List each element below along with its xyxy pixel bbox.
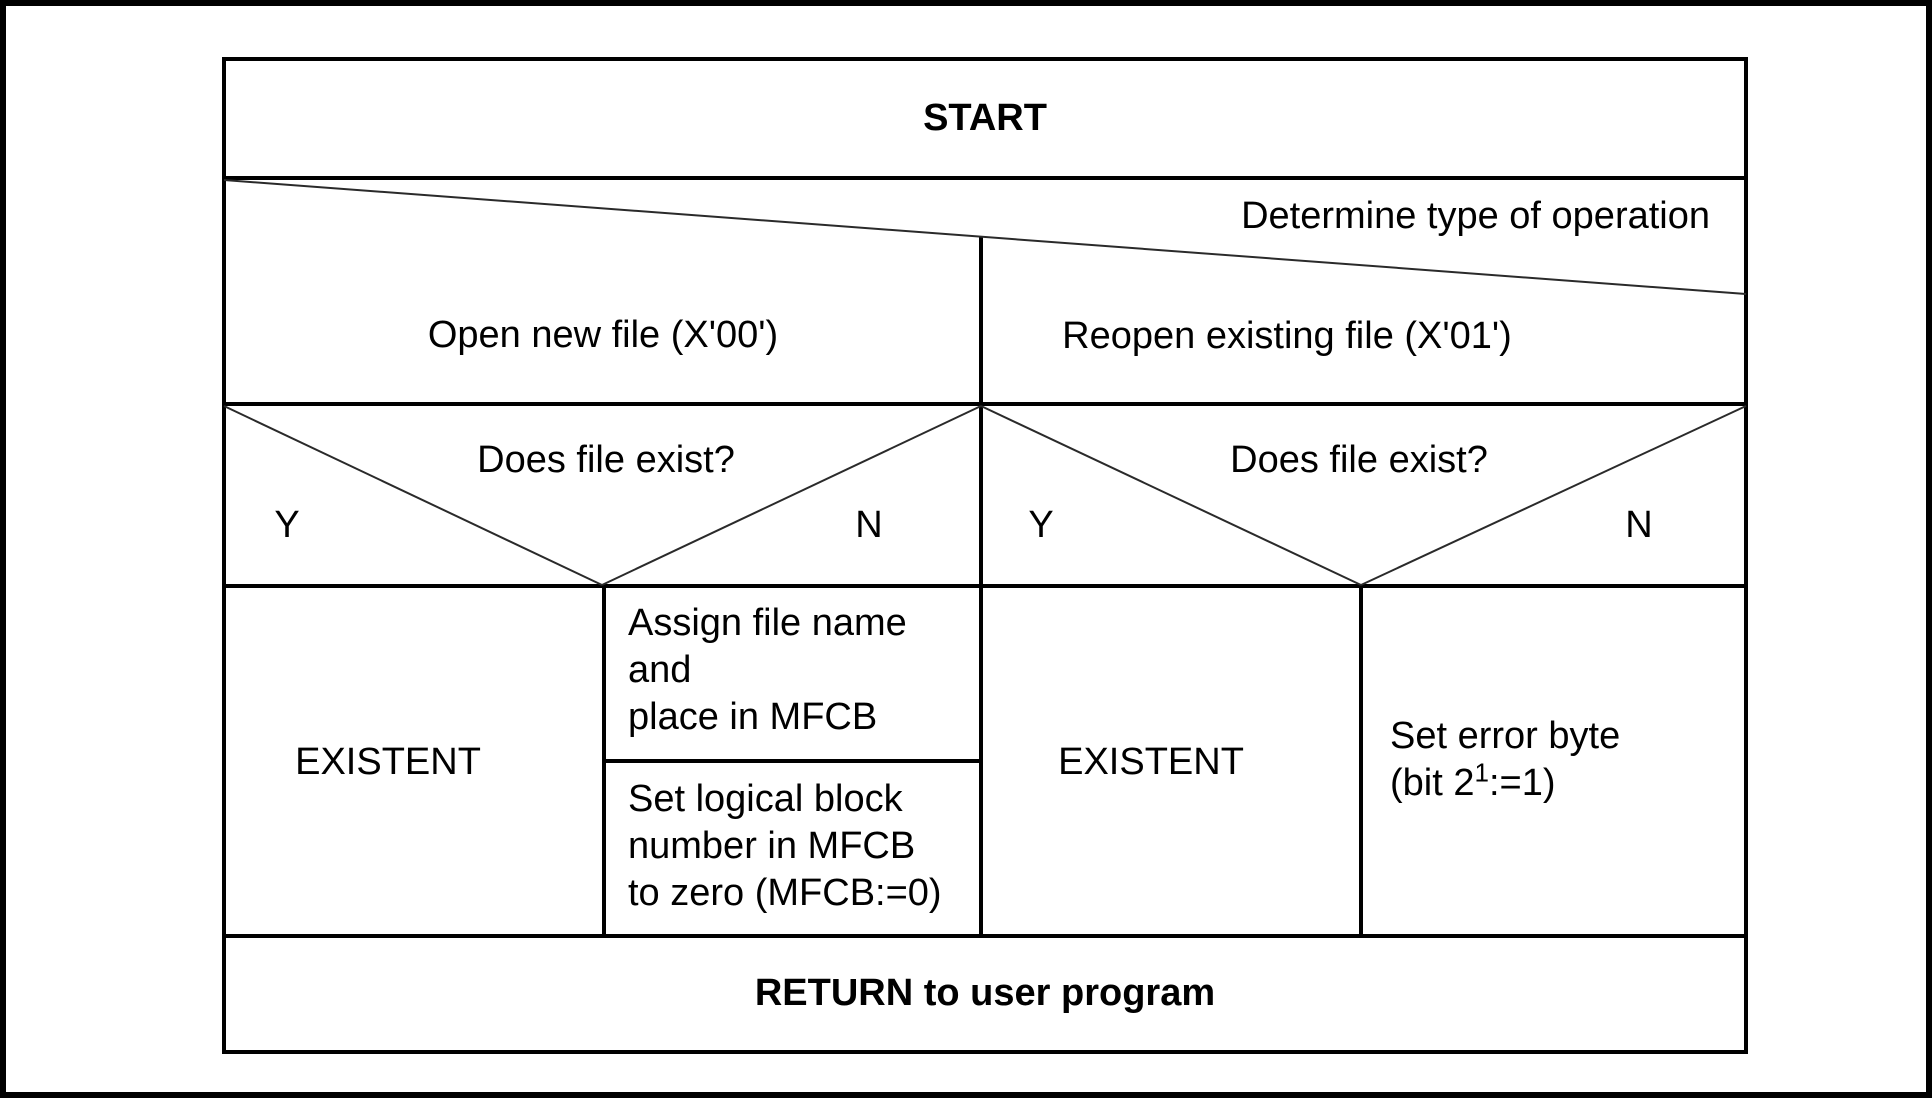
assign-file-name-line1: Assign file name [628, 602, 907, 644]
right-no-letter: N [1625, 504, 1653, 547]
left-decision-diagonal-yes [223, 405, 603, 586]
set-error-byte-line2: (bit 21:=1) [1390, 757, 1620, 807]
start-label: START [923, 97, 1047, 140]
set-error-byte-line2-pre: (bit 2 [1390, 762, 1475, 804]
structogram-grid [222, 57, 1748, 1054]
diagram-frame [222, 57, 1748, 1054]
case-header-label: Determine type of operation [1241, 195, 1710, 237]
set-logical-block-line1: Set logical block [628, 778, 903, 820]
return-label: RETURN to user program [754, 972, 1216, 1015]
right-existent-cell: EXISTENT [1058, 741, 1244, 784]
open-new-file-label: Open new file (X'00') [427, 314, 779, 357]
right-decision-diagonal-no [1360, 405, 1747, 586]
left-existent-cell: EXISTENT [295, 741, 481, 784]
assign-file-name-line3: place in MFCB [628, 696, 878, 738]
left-decision-question: Does file exist? [477, 439, 735, 482]
set-error-byte-line1: Set error byte [1390, 715, 1621, 757]
assign-file-name-cell: Assign file name and place in MFCB [628, 600, 907, 741]
right-yes-letter: Y [1028, 504, 1054, 547]
set-error-byte-line2-post: :=1) [1488, 762, 1556, 804]
set-error-byte-exponent: 1 [1474, 757, 1489, 788]
set-logical-block-cell: Set logical block number in MFCB to zero… [628, 776, 942, 917]
left-decision-diagonal-no [601, 405, 982, 586]
right-decision-question: Does file exist? [1230, 439, 1488, 482]
reopen-existing-file-label: Reopen existing file (X'01') [1062, 315, 1512, 358]
assign-file-name-line2: and [628, 649, 692, 691]
left-yes-letter: Y [274, 504, 300, 547]
case-header-diagonal [223, 179, 1747, 295]
right-decision-diagonal-yes [980, 405, 1362, 586]
left-no-letter: N [855, 504, 883, 547]
set-error-byte-cell: Set error byte (bit 21:=1) [1390, 713, 1620, 807]
set-logical-block-line2: number in MFCB [628, 825, 916, 867]
set-logical-block-line3: to zero (MFCB:=0) [628, 872, 942, 914]
